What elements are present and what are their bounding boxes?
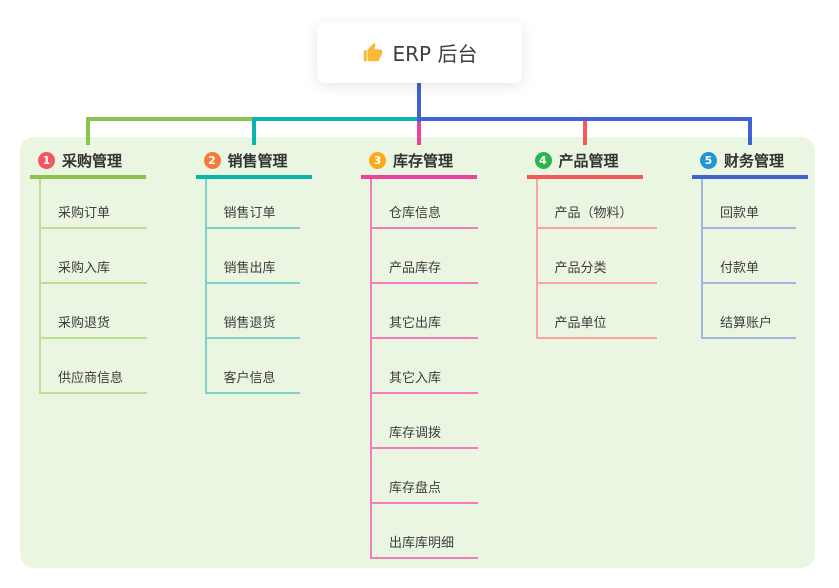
branch-node[interactable]: 3 库存管理 [361, 145, 477, 179]
branch-drop-line [251, 117, 256, 145]
branch-2: 2 销售管理销售订单销售出库销售退货客户信息 [195, 145, 312, 394]
child-node[interactable]: 采购入库 [41, 229, 148, 284]
bus-segment-right [417, 117, 752, 121]
branch-number-badge: 5 [700, 151, 717, 169]
child-node[interactable]: 结算账户 [703, 284, 797, 339]
branch-5: 5 财务管理回款单付款单结算账户 [692, 145, 808, 339]
branch-title: 采购管理 [62, 151, 123, 170]
child-node[interactable]: 出库库明细 [372, 504, 479, 559]
root-node[interactable]: ERP 后台 [317, 22, 522, 83]
child-node[interactable]: 销售订单 [206, 179, 300, 229]
branch-title: 销售管理 [227, 151, 288, 170]
child-node[interactable]: 回款单 [703, 179, 797, 229]
child-node[interactable]: 产品单位 [537, 284, 657, 339]
branch-node[interactable]: 1 采购管理 [30, 145, 146, 179]
branch-children: 仓库信息产品库存其它出库其它入库库存调拨库存盘点出库库明细 [370, 179, 479, 559]
branch-title: 财务管理 [724, 151, 785, 170]
branch-children: 采购订单采购入库采购退货供应商信息 [39, 179, 148, 394]
branch-number-badge: 1 [38, 151, 55, 169]
thumbs-up-icon [363, 42, 382, 61]
branch-drop-line [582, 117, 587, 145]
child-node[interactable]: 其它入库 [372, 339, 479, 394]
branch-drop-line [86, 117, 90, 145]
branches-panel [20, 137, 815, 568]
branch-4: 4 产品管理产品（物料）产品分类产品单位 [526, 145, 657, 339]
child-node[interactable]: 产品库存 [372, 229, 479, 284]
bus-segment-left [88, 117, 256, 121]
branch-number-badge: 2 [203, 151, 221, 169]
branch-children: 产品（物料）产品分类产品单位 [535, 179, 657, 339]
root-title: ERP 后台 [392, 42, 478, 66]
child-node[interactable]: 仓库信息 [372, 179, 479, 229]
branch-drop-line [417, 117, 421, 145]
branch-node[interactable]: 5 财务管理 [692, 145, 808, 179]
child-node[interactable]: 库存盘点 [372, 449, 479, 504]
branch-1: 1 采购管理采购订单采购入库采购退货供应商信息 [30, 145, 148, 394]
branch-drop-line [748, 117, 752, 145]
child-node[interactable]: 库存调拨 [372, 394, 479, 449]
branch-title: 产品管理 [558, 151, 619, 170]
root-stem-line [417, 83, 421, 122]
child-node[interactable]: 客户信息 [206, 339, 300, 394]
bus-segment-mid [251, 117, 421, 121]
child-node[interactable]: 供应商信息 [41, 339, 148, 394]
child-node[interactable]: 产品（物料） [537, 179, 657, 229]
branch-3: 3 库存管理仓库信息产品库存其它出库其它入库库存调拨库存盘点出库库明细 [361, 145, 479, 559]
child-node[interactable]: 付款单 [703, 229, 797, 284]
branch-children: 销售订单销售出库销售退货客户信息 [204, 179, 300, 394]
child-node[interactable]: 采购退货 [41, 284, 148, 339]
branch-number-badge: 3 [369, 151, 386, 169]
child-node[interactable]: 产品分类 [537, 229, 657, 284]
branch-number-badge: 4 [534, 151, 552, 169]
branch-children: 回款单付款单结算账户 [701, 179, 797, 339]
child-node[interactable]: 其它出库 [372, 284, 479, 339]
branch-node[interactable]: 4 产品管理 [526, 145, 643, 179]
branch-title: 库存管理 [393, 151, 454, 170]
branch-node[interactable]: 2 销售管理 [195, 145, 312, 179]
child-node[interactable]: 销售出库 [206, 229, 300, 284]
child-node[interactable]: 采购订单 [41, 179, 148, 229]
child-node[interactable]: 销售退货 [206, 284, 300, 339]
